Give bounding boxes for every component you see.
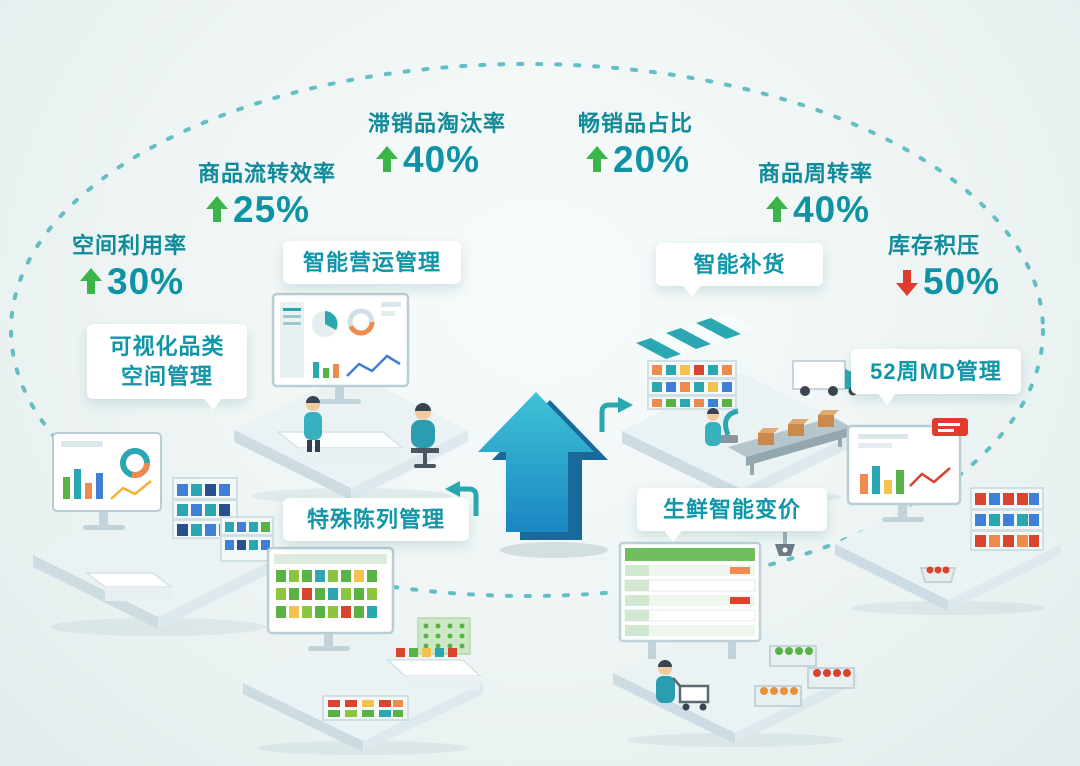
analytics-screen (52, 432, 162, 530)
platform-smart-replenishment (622, 313, 860, 504)
metric-label: 滞销品淘汰率 (368, 111, 507, 136)
display-table (386, 648, 482, 690)
produce-crate-green (769, 645, 817, 667)
dashed-ellipse-ring (9, 62, 1045, 598)
module-label: 生鲜智能变价 (662, 496, 801, 522)
produce-crate-red (807, 667, 855, 689)
metric-product-flow-efficiency: 商品流转效率 25% (198, 156, 336, 228)
conveyor-belt (728, 410, 851, 475)
seated-person (411, 403, 439, 468)
metric-slow-mover-elimination: 滞销品淘汰率 40% (368, 106, 506, 178)
pointer-triangle (682, 284, 702, 297)
metric-value: 30% (107, 261, 185, 302)
module-label: 智能补货 (693, 251, 786, 277)
module-smart-operations: 智能营运管理 (283, 241, 461, 284)
platform-special-display (243, 546, 483, 755)
growth-up-arrow (478, 392, 608, 558)
metric-space-utilization: 空间利用率 30% (72, 228, 187, 300)
metric-label: 商品流转效率 (198, 161, 337, 186)
platform-fresh-smart-pricing (613, 532, 857, 747)
shopping-cart (672, 677, 710, 711)
up-arrow-icon (376, 145, 398, 174)
metric-best-seller-share: 畅销品占比 20% (578, 106, 693, 178)
produce-crate-orange (754, 685, 802, 707)
module-label: 特殊陈列管理 (306, 506, 445, 532)
price-board-screen (618, 541, 762, 659)
metric-inventory-backlog: 库存积压 50% (888, 228, 1000, 300)
metric-value: 25% (233, 189, 311, 230)
price-change-tag (932, 418, 968, 436)
low-display-shelf (322, 695, 409, 721)
metric-value: 20% (613, 139, 691, 180)
metric-value: 40% (793, 189, 871, 230)
small-up-right-arrow (599, 397, 633, 432)
module-smart-replenishment: 智能补货 (656, 243, 823, 297)
module-label: 智能营运管理 (302, 249, 441, 275)
module-visual-category-space: 可视化品类 空间管理 (87, 324, 247, 411)
small-up-left-arrow (445, 481, 479, 516)
metric-product-turnover: 商品周转率 40% (758, 156, 873, 228)
down-arrow-icon (896, 268, 918, 296)
metric-label: 库存积压 (888, 233, 981, 258)
module-special-display: 特殊陈列管理 (283, 498, 469, 541)
metric-label: 空间利用率 (72, 233, 188, 258)
pointer-triangle (663, 529, 683, 542)
cardboard-box (758, 410, 839, 445)
metric-value: 40% (403, 139, 481, 180)
pointer-triangle (203, 397, 223, 411)
retail-shelf (970, 487, 1044, 551)
md-chart-monitor (846, 418, 968, 522)
pointer-triangle (877, 392, 897, 405)
platform-smart-operations (234, 292, 468, 504)
overhead-camera (775, 532, 795, 556)
platform-52-week-md (835, 418, 1061, 615)
platform-base (234, 372, 468, 504)
module-52-week-md: 52周MD管理 (851, 349, 1021, 405)
dashboard-monitor (271, 292, 410, 404)
module-label: 52周MD管理 (870, 358, 1002, 384)
product-basket (919, 566, 957, 583)
metric-label: 畅销品占比 (578, 111, 694, 136)
standing-person (304, 396, 322, 452)
delivery-truck (792, 360, 859, 396)
up-arrow-icon (586, 145, 608, 174)
module-label-line2: 空间管理 (120, 363, 213, 389)
checkout-counter (84, 572, 174, 601)
module-label-line1: 可视化品类 (109, 334, 225, 359)
up-arrow-icon (766, 195, 788, 224)
striped-awning (636, 313, 756, 359)
shopper-person (656, 660, 675, 703)
metric-value: 50% (923, 261, 1001, 302)
platform-visual-category-space (33, 432, 283, 636)
up-arrow-icon (80, 267, 102, 296)
product-shelf-2 (220, 516, 274, 562)
metric-label: 商品周转率 (758, 161, 874, 186)
robot-arm (718, 408, 739, 443)
planogram-monitor (266, 546, 395, 651)
warehouse-worker (705, 408, 721, 446)
up-arrow-icon (206, 195, 228, 224)
module-fresh-smart-pricing: 生鲜智能变价 (637, 488, 827, 542)
stock-shelf (647, 360, 737, 410)
